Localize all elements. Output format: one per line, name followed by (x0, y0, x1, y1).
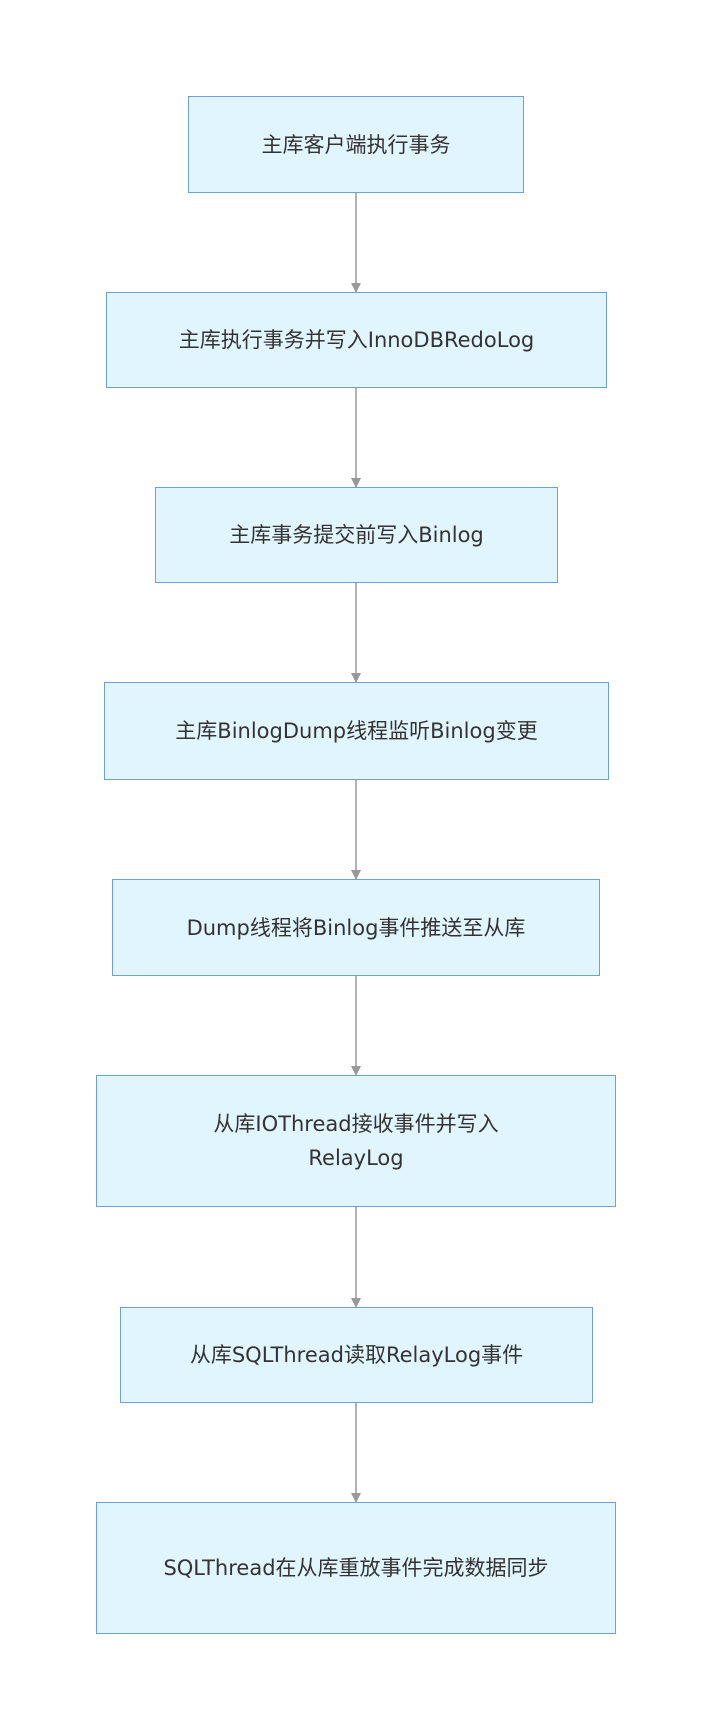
flow-node-label: SQLThread在从库重放事件完成数据同步 (163, 1556, 549, 1580)
flow-node-label: 主库事务提交前写入Binlog (229, 523, 484, 547)
flow-node-3: 主库事务提交前写入Binlog (155, 487, 558, 583)
flow-node-6: 从库IOThread接收事件并写入RelayLog (96, 1075, 616, 1207)
flow-node-2: 主库执行事务并写入InnoDBRedoLog (106, 292, 607, 388)
flow-node-label: 主库BinlogDump线程监听Binlog变更 (175, 719, 538, 743)
flow-node-1: 主库客户端执行事务 (188, 96, 524, 193)
flow-node-label: 主库执行事务并写入InnoDBRedoLog (178, 328, 535, 352)
flow-node-7: 从库SQLThread读取RelayLog事件 (120, 1307, 593, 1403)
flow-node-8: SQLThread在从库重放事件完成数据同步 (96, 1502, 616, 1634)
flow-node-4: 主库BinlogDump线程监听Binlog变更 (104, 682, 609, 780)
flow-node-label: 从库SQLThread读取RelayLog事件 (189, 1343, 524, 1367)
flow-node-label: 主库客户端执行事务 (261, 132, 451, 157)
flow-node-5: Dump线程将Binlog事件推送至从库 (112, 879, 600, 976)
flow-node-label: Dump线程将Binlog事件推送至从库 (186, 915, 526, 940)
flow-node-label: 从库IOThread接收事件并写入RelayLog (213, 1112, 499, 1170)
